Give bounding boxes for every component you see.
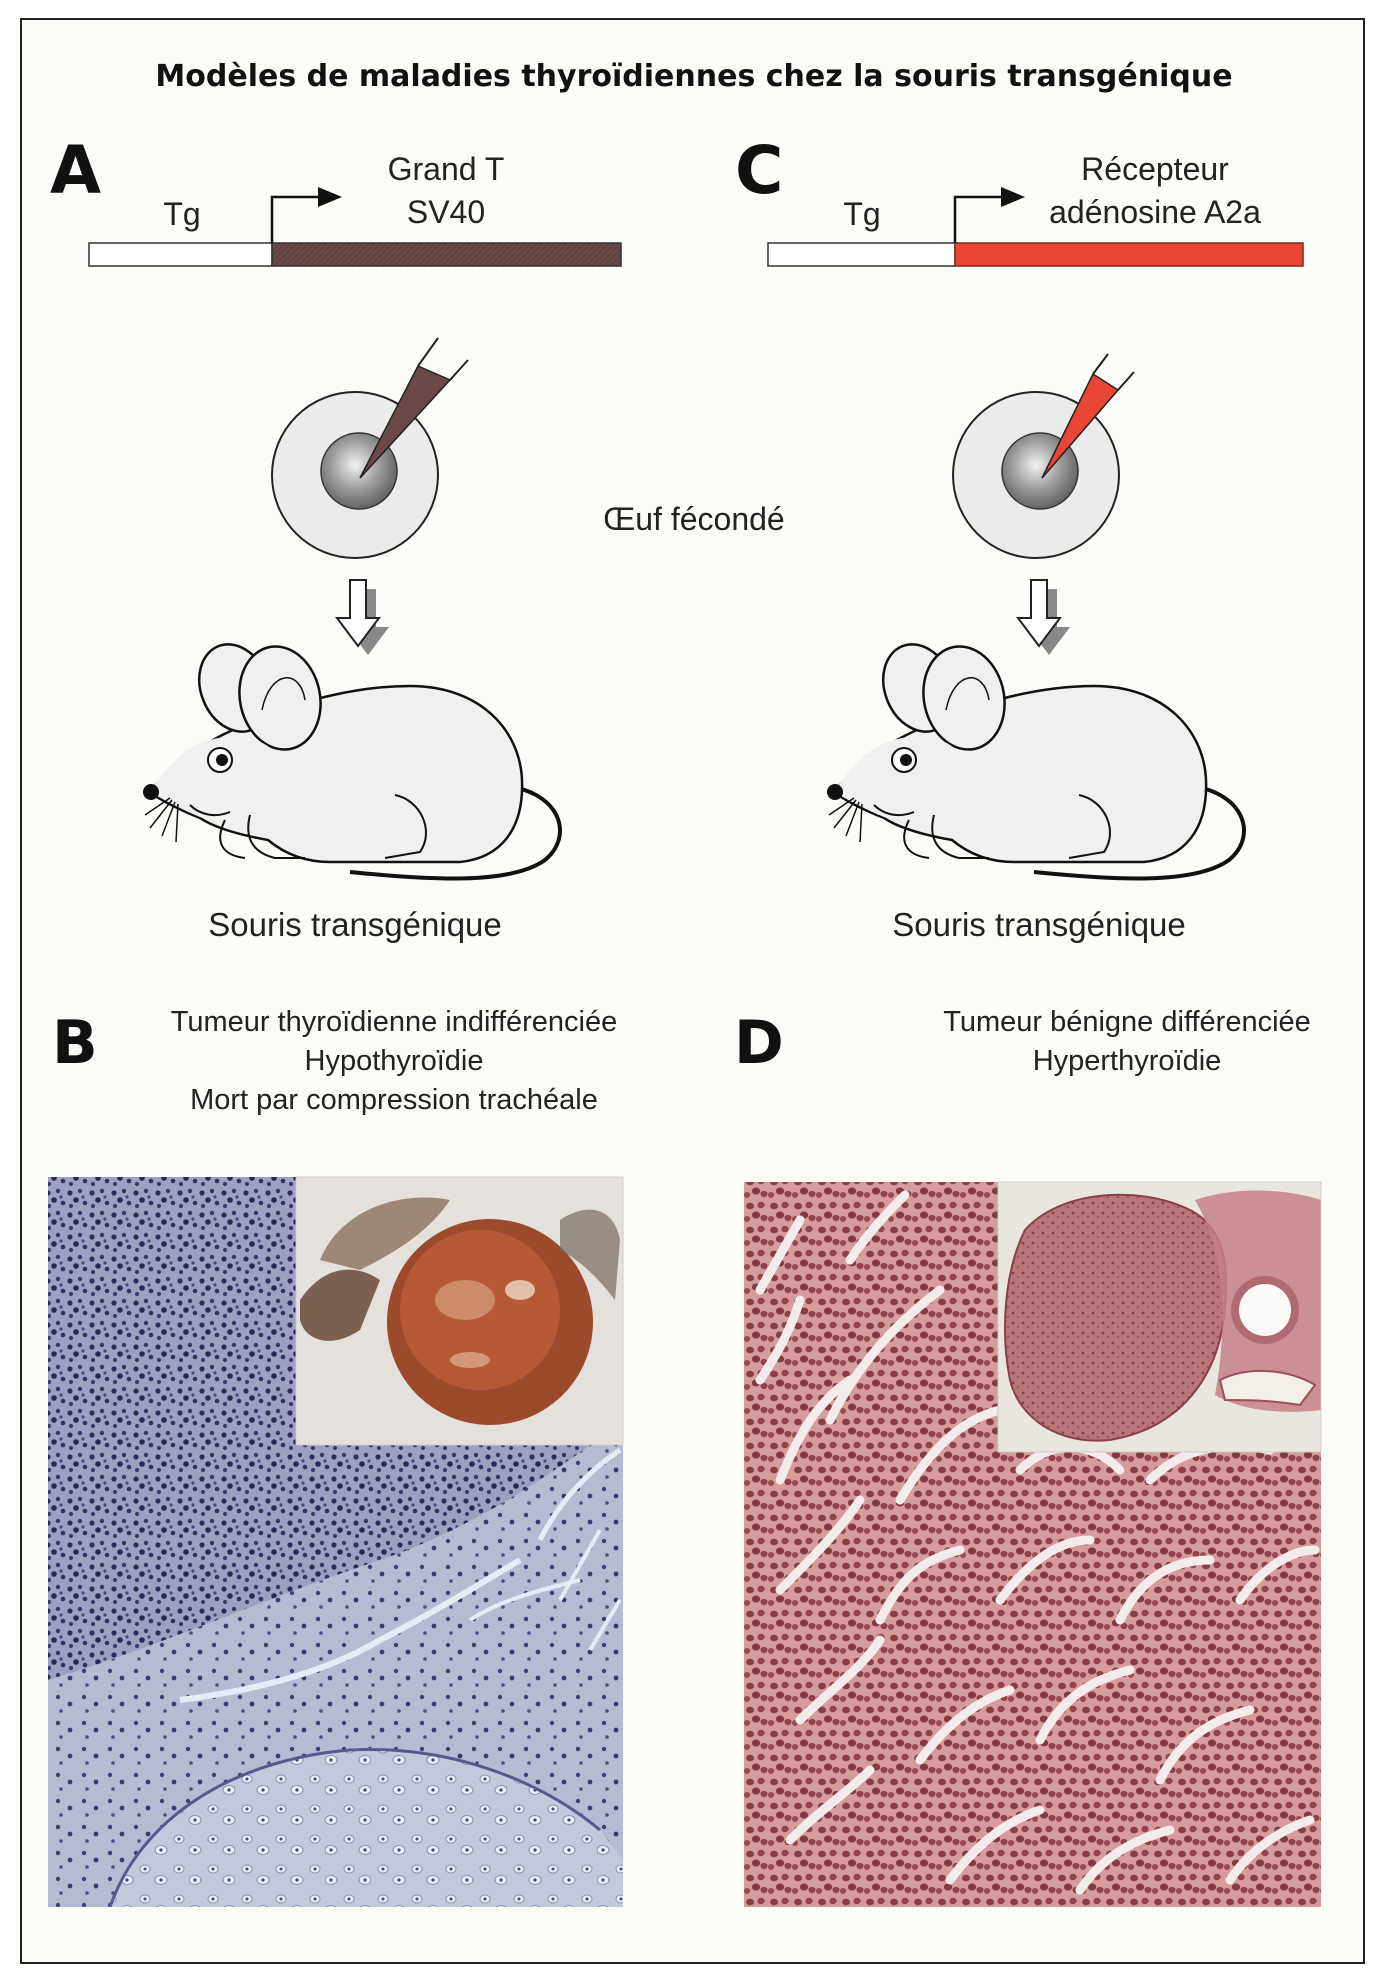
micropipette-left bbox=[359, 337, 469, 479]
panel-a-transgene-bar bbox=[271, 242, 622, 267]
panel-a-gene-label-line2: SV40 bbox=[407, 194, 485, 230]
panel-a-gene-label-line1: Grand T bbox=[388, 151, 505, 187]
panel-d-letter: D bbox=[734, 1008, 784, 1078]
panel-c-transgene-bar bbox=[954, 242, 1304, 267]
panel-a-letter: A bbox=[50, 132, 101, 209]
figure-title: Modèles de maladies thyroïdiennes chez l… bbox=[155, 59, 1232, 94]
panel-b-phenotype-line1: Tumeur thyroïdienne indifférenciée bbox=[171, 1006, 618, 1038]
panel-c-promoter-label: Tg bbox=[843, 196, 880, 232]
panel-c-gene-label-line2: adénosine A2a bbox=[1049, 194, 1261, 230]
panel-b-phenotype-line2: Hypothyroïdie bbox=[305, 1045, 484, 1077]
panel-c-letter: C bbox=[735, 132, 783, 209]
transgenic-mouse-label-right: Souris transgénique bbox=[892, 906, 1186, 943]
transgenic-mouse-left bbox=[143, 643, 562, 881]
panel-c-gene-label-line1: Récepteur bbox=[1081, 151, 1229, 187]
panel-b-letter: B bbox=[52, 1008, 98, 1078]
down-arrow-left bbox=[335, 579, 389, 655]
panel-c-transcription-arrow bbox=[953, 187, 1025, 243]
panel-d-phenotype-line2: Hyperthyroïdie bbox=[1033, 1045, 1222, 1077]
panel-c-promoter-bar bbox=[767, 242, 956, 267]
fertilized-egg-left bbox=[271, 337, 469, 559]
transgenic-mouse-right bbox=[827, 643, 1246, 881]
panel-a-promoter-bar bbox=[88, 242, 273, 267]
micrograph-d-inset-low-magnification bbox=[997, 1181, 1322, 1453]
transgenic-mouse-label-left: Souris transgénique bbox=[208, 906, 502, 943]
panel-a-transcription-arrow bbox=[270, 187, 342, 243]
micrograph-b-inset-tumor-photo bbox=[295, 1176, 624, 1446]
micropipette-right bbox=[1041, 353, 1135, 479]
down-arrow-right bbox=[1016, 579, 1070, 655]
panel-c-construct bbox=[767, 187, 1304, 267]
panel-b-phenotype-line3: Mort par compression trachéale bbox=[190, 1084, 598, 1116]
panel-d-phenotype-line1: Tumeur bénigne différenciée bbox=[943, 1006, 1311, 1038]
fertilized-egg-right bbox=[952, 353, 1135, 559]
panel-a-promoter-label: Tg bbox=[163, 196, 200, 232]
panel-a-construct bbox=[88, 187, 622, 267]
fertilized-egg-label: Œuf fécondé bbox=[603, 501, 784, 537]
